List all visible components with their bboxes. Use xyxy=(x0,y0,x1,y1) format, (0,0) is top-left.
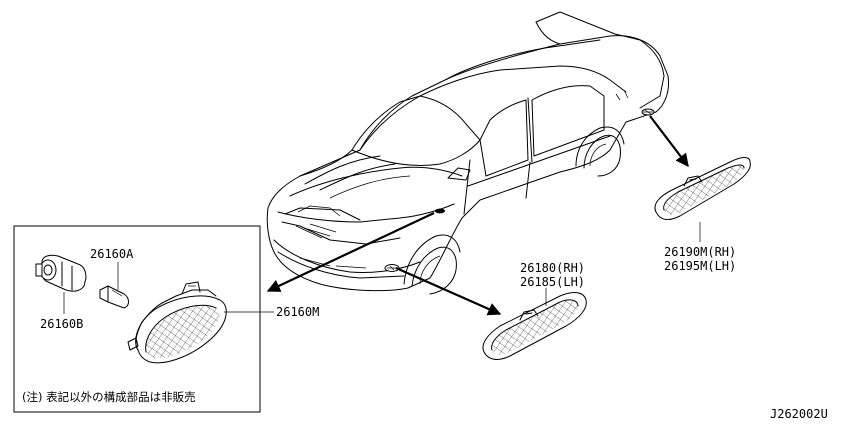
diagram-code: J262002U xyxy=(770,407,828,421)
label-26180: 26180(RH) xyxy=(520,261,585,275)
non-sale-note: (注) 表記以外の構成部品は非販売 xyxy=(22,390,196,404)
arrow-to-detail xyxy=(266,212,435,292)
rear-side-marker-part xyxy=(654,157,751,220)
label-26185: 26185(LH) xyxy=(520,275,585,289)
label-26160M: 26160M xyxy=(276,305,319,319)
label-26160B: 26160B xyxy=(40,317,83,331)
label-26195M: 26195M(LH) xyxy=(664,259,736,273)
label-26160A: 26160A xyxy=(90,247,134,261)
label-26190M: 26190M(RH) xyxy=(664,245,736,259)
car-illustration xyxy=(266,11,669,295)
detail-box xyxy=(13,225,261,413)
front-bumper-lamp-part xyxy=(482,292,587,360)
arrow-to-rear-marker xyxy=(649,115,689,168)
arrow-to-front-lamp xyxy=(395,266,502,316)
side-marker-lamp-part xyxy=(127,281,227,364)
bulb-part xyxy=(99,285,129,309)
bulb-socket-part xyxy=(35,254,87,292)
